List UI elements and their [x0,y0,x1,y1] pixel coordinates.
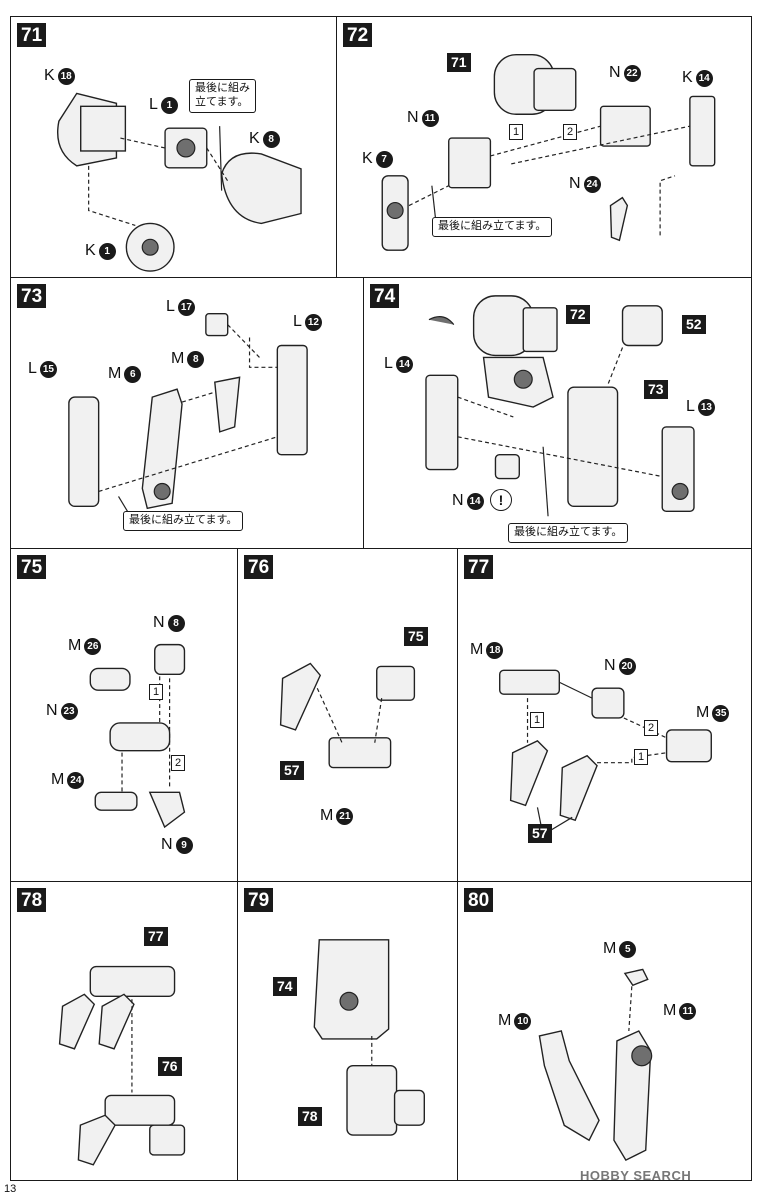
step-80-diagram [538,968,653,1162]
ref-step-78: 78 [298,1107,322,1127]
step-number: 72 [343,23,373,47]
assembly-note: 最後に組み立てます。 [432,217,553,237]
caution-icon: ! [490,489,512,511]
order-1: 1 [149,684,163,700]
ref-step-74: 74 [273,977,297,997]
step-79-panel: 79 74 78 [237,881,458,1181]
assembly-note: 最後に組み立てます。 [189,79,256,113]
step-76-diagram [279,662,416,769]
page-number: 13 [4,1183,17,1195]
ref-step-73: 73 [644,380,668,400]
order-1b: 1 [634,749,648,765]
step-number: 80 [464,888,494,912]
assembly-note: 最後に組み立てます。 [123,511,244,531]
step-number: 75 [17,555,47,579]
order-2: 2 [563,124,577,140]
step-number: 78 [17,888,47,912]
step-78-panel: 78 77 76 [10,881,238,1181]
step-74-diagram [425,295,695,517]
order-2: 2 [644,720,658,736]
step-79-diagram [313,939,425,1136]
step-number: 71 [17,23,47,47]
ref-step-76: 76 [158,1057,182,1077]
step-number: 79 [244,888,274,912]
step-77-diagram [499,669,712,833]
step-number: 74 [370,284,400,308]
step-73-diagram [68,313,308,517]
ref-step-57: 57 [280,761,304,781]
watermark: HOBBY SEARCH [580,1168,692,1183]
order-2: 2 [171,755,185,771]
step-75-diagram [89,643,186,829]
ref-step-77: 77 [144,927,168,947]
order-1: 1 [509,124,523,140]
step-number: 77 [464,555,494,579]
assembly-note: 最後に組み立てます。 [508,523,629,543]
ref-step-72: 72 [566,305,590,325]
step-number: 73 [17,284,47,308]
ref-step-57: 57 [528,824,552,844]
order-1a: 1 [530,712,544,728]
step-number: 76 [244,555,274,579]
step-78-diagram [58,965,186,1166]
ref-step-75: 75 [404,627,428,647]
step-72-diagram [381,54,716,251]
step-71-diagram [57,92,302,272]
ref-step-71: 71 [447,53,471,73]
ref-step-52: 52 [682,315,706,335]
